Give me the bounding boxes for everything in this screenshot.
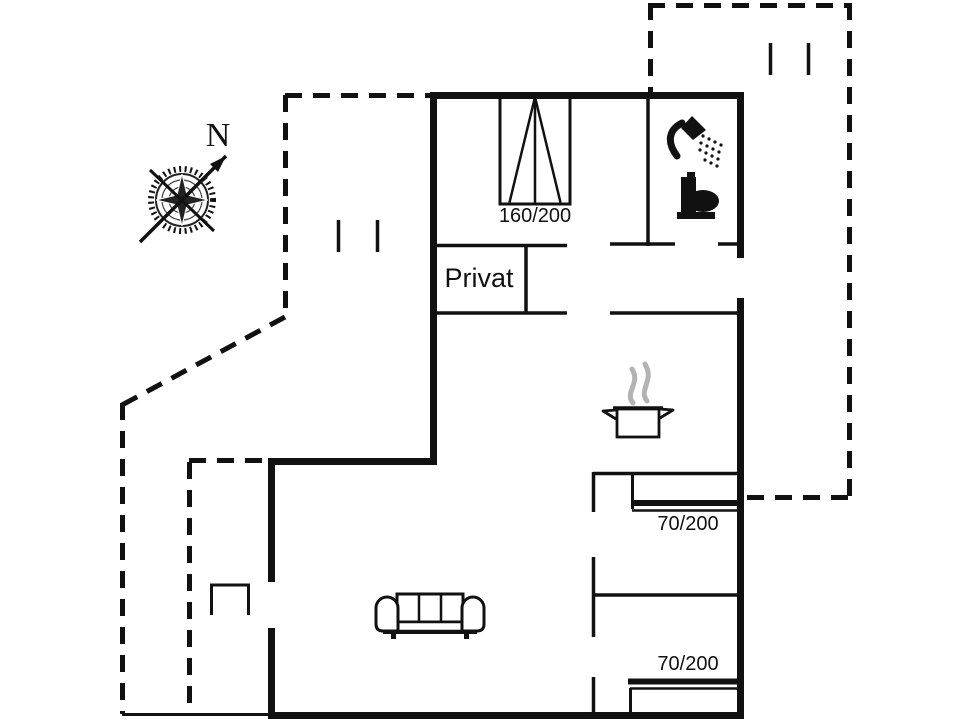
north-label: N [205, 117, 231, 154]
bed-icon [498, 93, 572, 206]
shower-spray-drops [698, 134, 723, 168]
upper-door-size-label: 70/200 [657, 513, 719, 535]
stove-pot-icon [601, 361, 675, 439]
upper-door [631, 474, 744, 512]
terrace-outline-west [120, 93, 430, 714]
lower-door [628, 678, 744, 712]
privat-room-label: Privat [444, 263, 514, 293]
bed-size-label: 160/200 [498, 205, 572, 227]
shower-icon [666, 116, 723, 168]
interior-walls [433, 99, 738, 713]
terrace-outline-east [648, 3, 852, 500]
compass-rose-icon [138, 154, 228, 244]
steam-wisp [641, 361, 651, 404]
bench-icon [210, 583, 250, 615]
sofa-icon [374, 592, 486, 639]
steam-wisp [627, 366, 638, 406]
lower-door-size-label: 70/200 [657, 653, 719, 675]
exterior-walls [268, 92, 744, 719]
window-tick-marks [336, 43, 811, 252]
toilet-icon [677, 172, 719, 219]
